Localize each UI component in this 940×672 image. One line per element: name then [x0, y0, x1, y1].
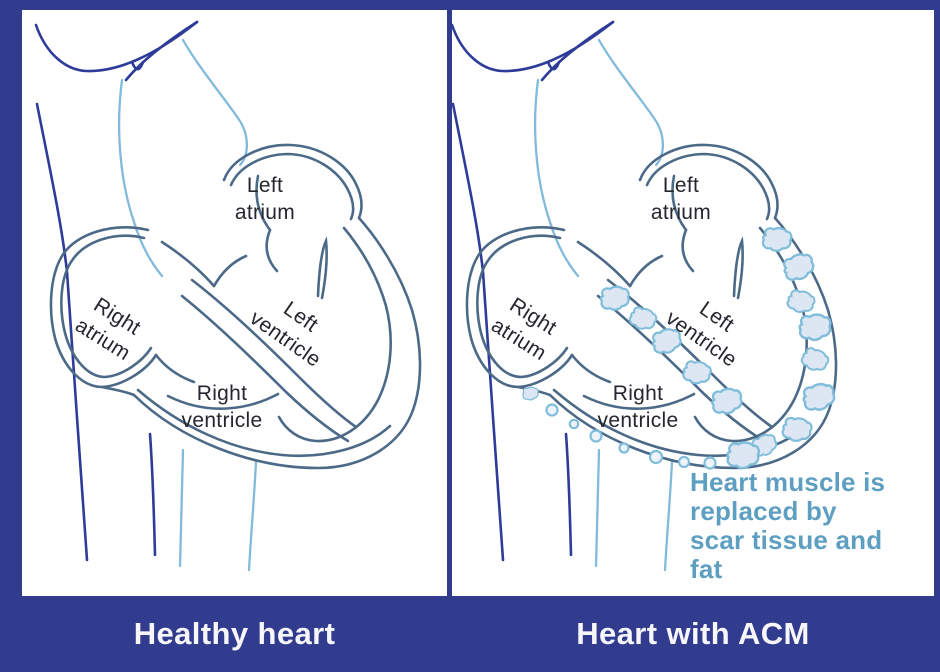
acm-heart-illustration — [452, 20, 838, 572]
scar-tissue-blobs — [522, 224, 837, 471]
scar-annotation-line: fat — [690, 554, 723, 584]
label-left-atrium: Left atrium — [650, 174, 712, 224]
scar-annotation: Heart muscle is replaced by scar tissue … — [690, 468, 934, 584]
acm-heart-panel: Left atrium Right atrium Left ventricle … — [452, 10, 934, 596]
caption-heart-with-acm: Heart with ACM — [576, 616, 810, 651]
healthy-heart-panel: Left atrium Right atrium Left ventricle … — [22, 10, 447, 596]
label-right-ventricle: Right ventricle — [181, 382, 263, 432]
scar-annotation-line: Heart muscle is — [690, 467, 886, 497]
scar-annotation-line: scar tissue and — [690, 525, 883, 555]
scar-annotation-line: replaced by — [690, 496, 837, 526]
caption-healthy-heart: Healthy heart — [133, 616, 336, 651]
label-left-atrium: Left atrium — [234, 174, 296, 224]
label-right-ventricle: Right ventricle — [597, 382, 679, 432]
